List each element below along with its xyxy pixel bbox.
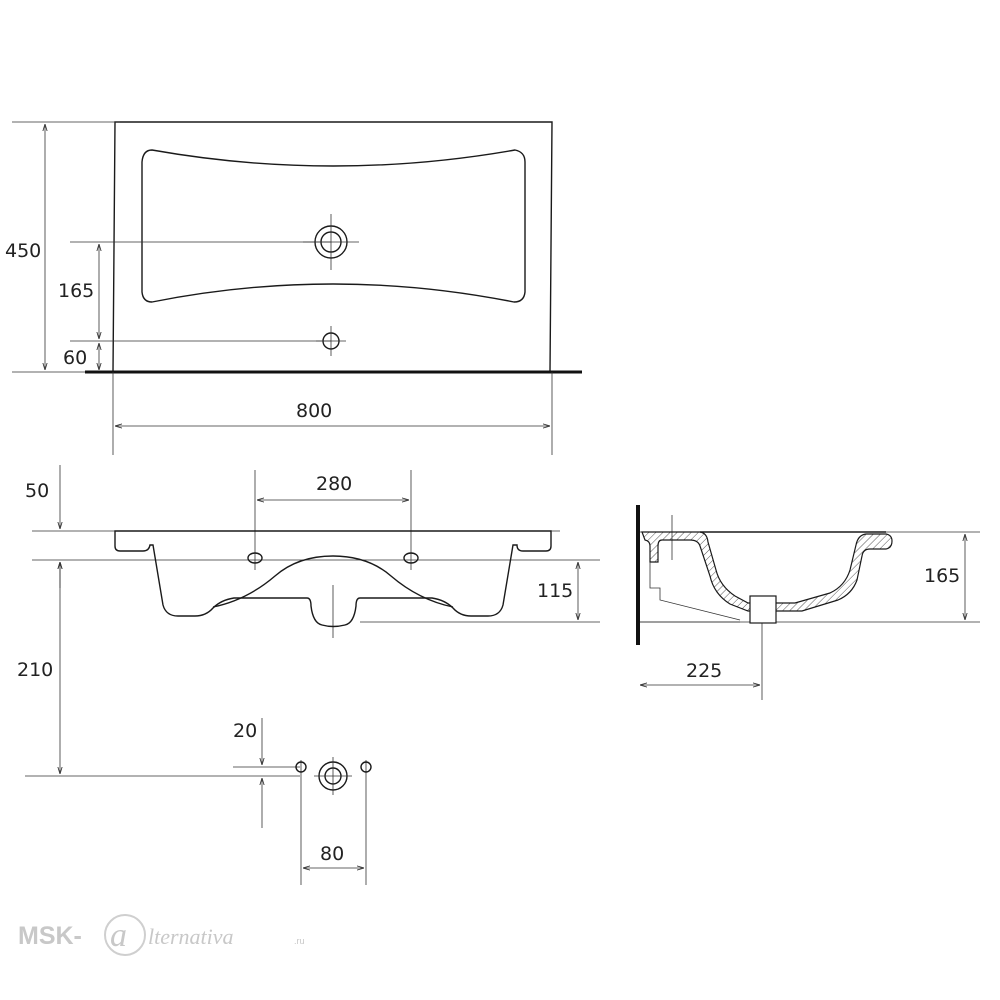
dim-165-top: 165 [58, 280, 94, 302]
dim-280: 280 [316, 473, 352, 495]
svg-text:a: a [110, 917, 127, 954]
fixing-detail: 20 80 [25, 718, 372, 885]
watermark-logo: MSK- a lternativa .ru [18, 914, 305, 956]
svg-text:lternativa: lternativa [148, 924, 234, 949]
dim-20: 20 [233, 720, 257, 742]
fixing-hole-left-icon [295, 761, 307, 773]
drain-section [749, 595, 777, 624]
fixing-hole-right-icon [360, 761, 372, 773]
svg-text:.ru: .ru [294, 936, 305, 946]
dim-115: 115 [537, 580, 573, 602]
dim-210: 210 [17, 659, 53, 681]
basin-front-outline [114, 530, 552, 628]
dim-165-side: 165 [924, 565, 960, 587]
overflow-hole-right-icon [403, 552, 419, 564]
front-view: 50 280 115 210 [17, 465, 600, 774]
basin-section-hatch [641, 531, 893, 612]
basin-outline [112, 121, 553, 373]
side-section: 165 225 [636, 505, 980, 700]
top-view: 450 165 60 800 [5, 121, 582, 455]
dim-60: 60 [63, 347, 87, 369]
bowl-outline [141, 149, 526, 303]
drain-detail-icon [314, 757, 352, 795]
dim-225: 225 [686, 660, 722, 682]
dim-80: 80 [320, 843, 344, 865]
dim-450: 450 [5, 240, 41, 262]
overflow-hole-left-icon [247, 552, 263, 564]
dim-800: 800 [296, 400, 332, 422]
svg-text:MSK-: MSK- [18, 922, 82, 950]
dim-50: 50 [25, 480, 49, 502]
